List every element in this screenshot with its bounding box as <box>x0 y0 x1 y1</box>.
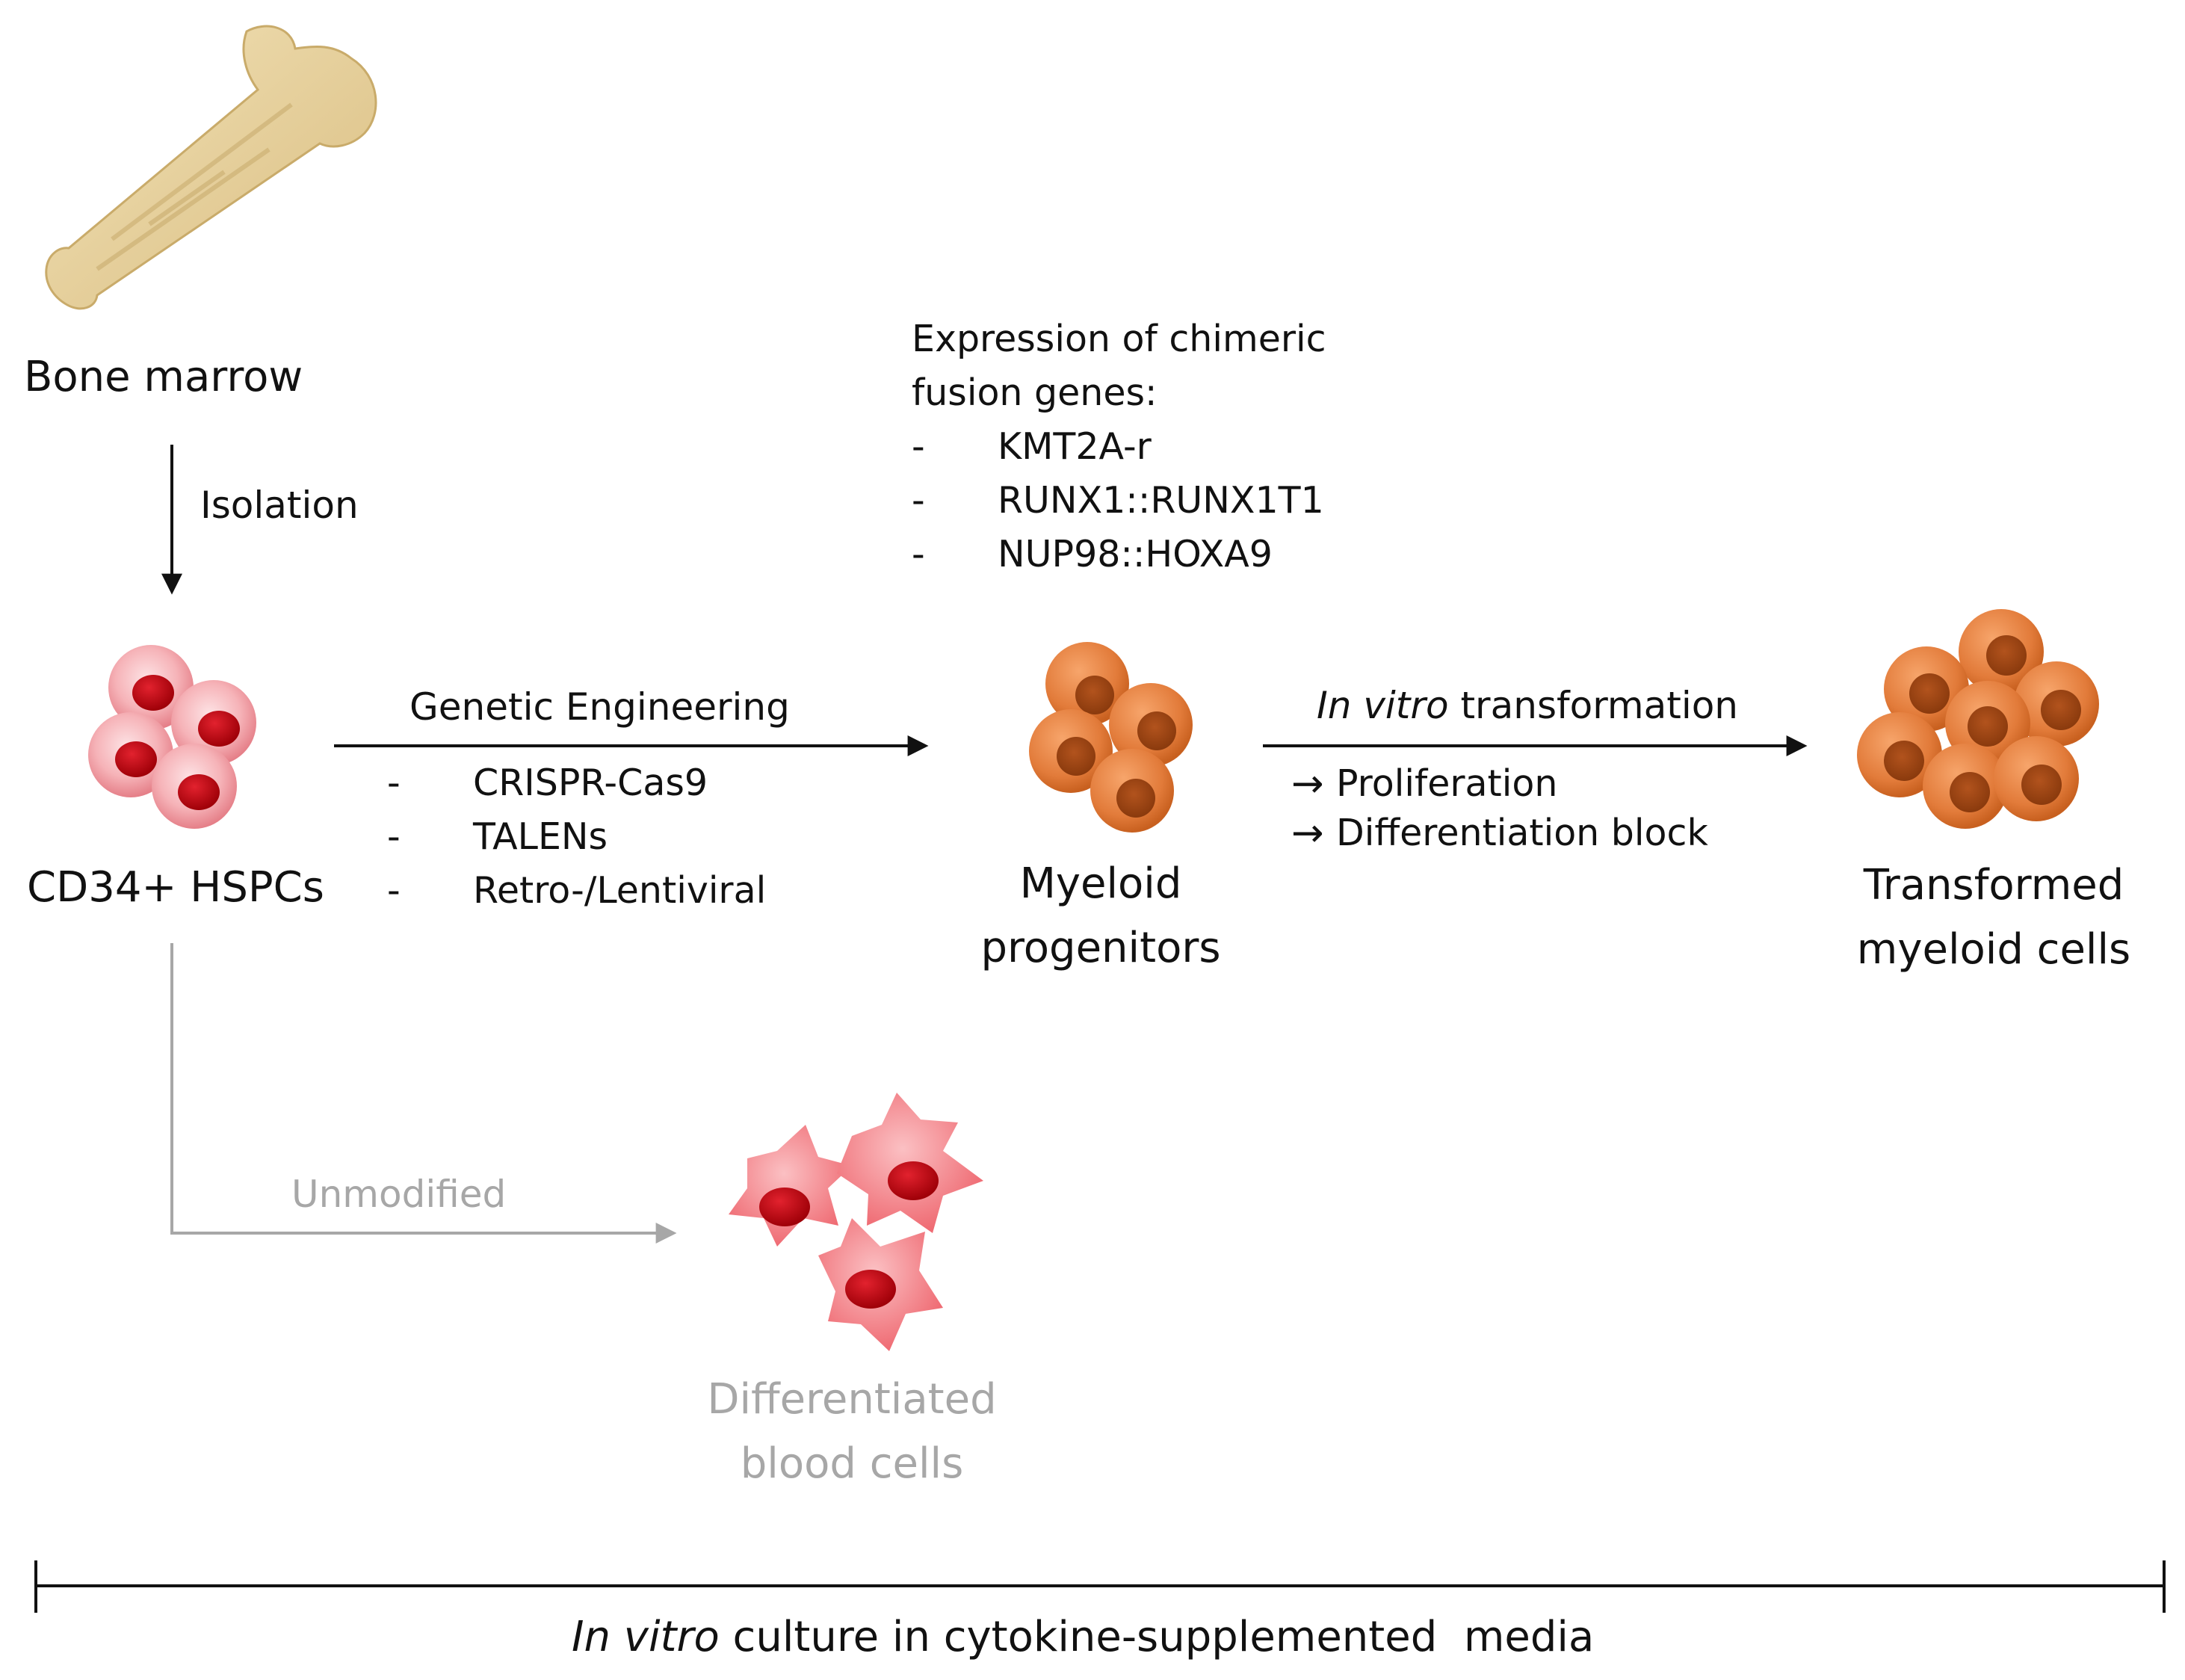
bone-icon <box>45 25 377 310</box>
fusion-gene-label: RUNX1::RUNX1T1 <box>998 479 1324 522</box>
differentiated-line-1: Differentiated <box>707 1375 997 1424</box>
fusion-gene-item: - NUP98::HOXA9 <box>912 528 1326 581</box>
myeloid-progenitors-line-2: progenitors <box>980 924 1221 972</box>
timeline-bar <box>34 1560 2166 1613</box>
transformed-line-2: myeloid cells <box>1856 925 2131 974</box>
myeloid-progenitors-label: Myeloid progenitors <box>970 852 1231 980</box>
outcome-item: → Differentiation block <box>1291 809 1708 858</box>
differentiated-cell-icon <box>729 1093 983 1351</box>
arrow-right-icon: → <box>1291 762 1324 806</box>
transformed-myeloid-cells-label: Transformed myeloid cells <box>1837 853 2151 982</box>
bone-marrow-label: Bone marrow <box>24 353 303 401</box>
fusion-gene-item: - KMT2A-r <box>912 420 1326 474</box>
differentiated-blood-cells-label: Differentiated blood cells <box>684 1368 1020 1496</box>
transformation-title-rest: transformation <box>1448 684 1738 727</box>
timeline-label: In vitro culture in cytokine-supplemente… <box>572 1605 1594 1670</box>
genetic-engineering-methods: - CRISPR-Cas9 - TALENs - Retro-/Lentiviral <box>387 756 766 918</box>
dash-marker: - <box>912 425 925 468</box>
isolation-label: Isolation <box>200 484 359 527</box>
outcome-label: Proliferation <box>1336 762 1558 805</box>
differentiated-line-2: blood cells <box>740 1439 964 1488</box>
fusion-gene-item: - RUNX1::RUNX1T1 <box>912 474 1326 528</box>
outcome-label: Differentiation block <box>1336 812 1708 854</box>
fusion-genes-heading-2: fusion genes: <box>912 371 1158 414</box>
method-item: - Retro-/Lentiviral <box>387 864 766 918</box>
fusion-genes-block: Expression of chimeric fusion genes: - KM… <box>912 312 1326 581</box>
dash-marker: - <box>387 815 401 858</box>
dash-marker: - <box>387 869 401 912</box>
transformed-cell-icon <box>1857 609 2099 829</box>
transformed-line-1: Transformed <box>1863 861 2124 910</box>
fusion-gene-label: NUP98::HOXA9 <box>998 533 1273 575</box>
myeloid-cell-icon <box>1029 642 1193 833</box>
transformation-title-italic: In vitro <box>1317 684 1449 727</box>
transformation-title: In vitro transformation <box>1317 679 1738 732</box>
method-label: TALENs <box>473 815 608 858</box>
myeloid-progenitors-line-1: Myeloid <box>1019 859 1182 908</box>
unmodified-arrow <box>170 943 677 1244</box>
arrow-right-icon: → <box>1291 811 1324 856</box>
hspcs-label: CD34+ HSPCs <box>27 863 324 912</box>
timeline-label-italic: In vitro <box>572 1613 720 1661</box>
genetic-engineering-title: Genetic Engineering <box>410 685 790 729</box>
method-item: - CRISPR-Cas9 <box>387 756 766 810</box>
timeline-label-rest: culture in cytokine-supplemented media <box>719 1613 1595 1661</box>
hspc-cell-icon <box>88 645 256 829</box>
method-label: Retro-/Lentiviral <box>473 869 767 912</box>
method-label: CRISPR-Cas9 <box>473 762 708 804</box>
transformation-outcomes: → Proliferation → Differentiation block <box>1291 759 1708 858</box>
dash-marker: - <box>912 479 925 522</box>
dash-marker: - <box>912 533 925 575</box>
unmodified-label: Unmodified <box>291 1173 507 1216</box>
fusion-genes-heading-1: Expression of chimeric <box>912 318 1326 360</box>
dash-marker: - <box>387 762 401 804</box>
fusion-gene-label: KMT2A-r <box>998 425 1152 468</box>
outcome-item: → Proliferation <box>1291 759 1708 809</box>
method-item: - TALENs <box>387 810 766 864</box>
